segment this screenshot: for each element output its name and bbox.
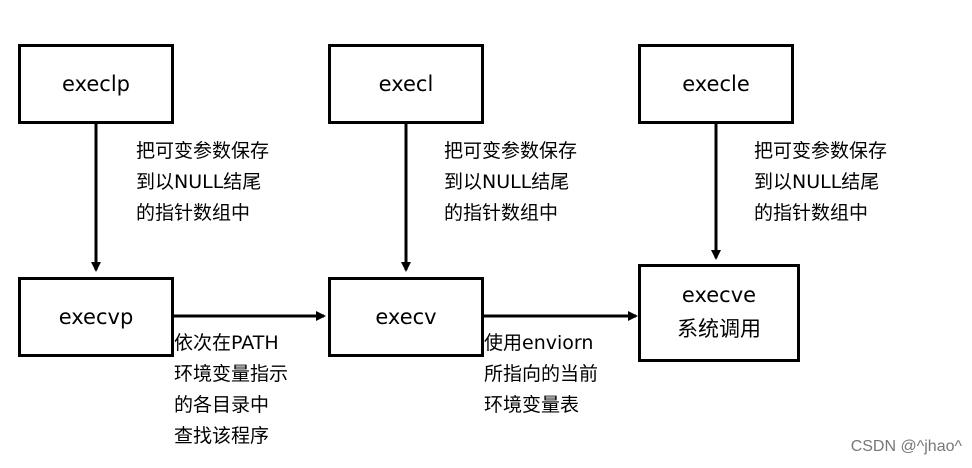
note-line: 的指针数组中 <box>754 202 869 224</box>
execvp-box: execvp <box>18 277 174 357</box>
note-mid-vertical: 把可变参数保存 到以NULL结尾 的指针数组中 <box>444 136 577 229</box>
note-line: 把可变参数保存 <box>136 140 270 162</box>
note-line: 环境变量表 <box>484 394 580 416</box>
execlp-box: execlp <box>18 44 174 124</box>
execl-label: execl <box>378 72 434 96</box>
note-line: 的指针数组中 <box>444 202 559 224</box>
note-execv-to-execve: 使用enviorn 所指向的当前 环境变量表 <box>484 328 598 421</box>
execle-label: execle <box>682 72 750 96</box>
note-line: 把可变参数保存 <box>754 140 888 162</box>
note-line: 环境变量指示 <box>174 363 289 385</box>
note-line: 到以NULL结尾 <box>444 171 570 193</box>
note-line: 的各目录中 <box>174 394 270 416</box>
note-execvp-to-execv: 依次在PATH 环境变量指示 的各目录中 查找该程序 <box>174 328 288 452</box>
execve-box: execve 系统调用 <box>638 264 800 362</box>
note-line: 的指针数组中 <box>136 202 251 224</box>
note-left-vertical: 把可变参数保存 到以NULL结尾 的指针数组中 <box>136 136 269 229</box>
execve-sublabel: 系统调用 <box>677 317 761 341</box>
execv-box: execv <box>328 277 484 357</box>
note-line: 所指向的当前 <box>484 363 599 385</box>
note-line: 使用enviorn <box>484 332 594 354</box>
watermark: CSDN @^jhao^ <box>850 438 962 455</box>
execve-label: execve <box>681 283 757 307</box>
execvp-label: execvp <box>58 305 134 329</box>
note-line: 到以NULL结尾 <box>136 171 262 193</box>
note-line: 查找该程序 <box>174 425 270 447</box>
execv-label: execv <box>375 305 437 329</box>
execlp-label: execlp <box>62 72 130 96</box>
note-line: 依次在PATH <box>174 332 279 354</box>
note-line: 到以NULL结尾 <box>754 171 880 193</box>
note-line: 把可变参数保存 <box>444 140 578 162</box>
execle-box: execle <box>638 44 794 124</box>
execl-box: execl <box>328 44 484 124</box>
note-right-vertical: 把可变参数保存 到以NULL结尾 的指针数组中 <box>754 136 887 229</box>
